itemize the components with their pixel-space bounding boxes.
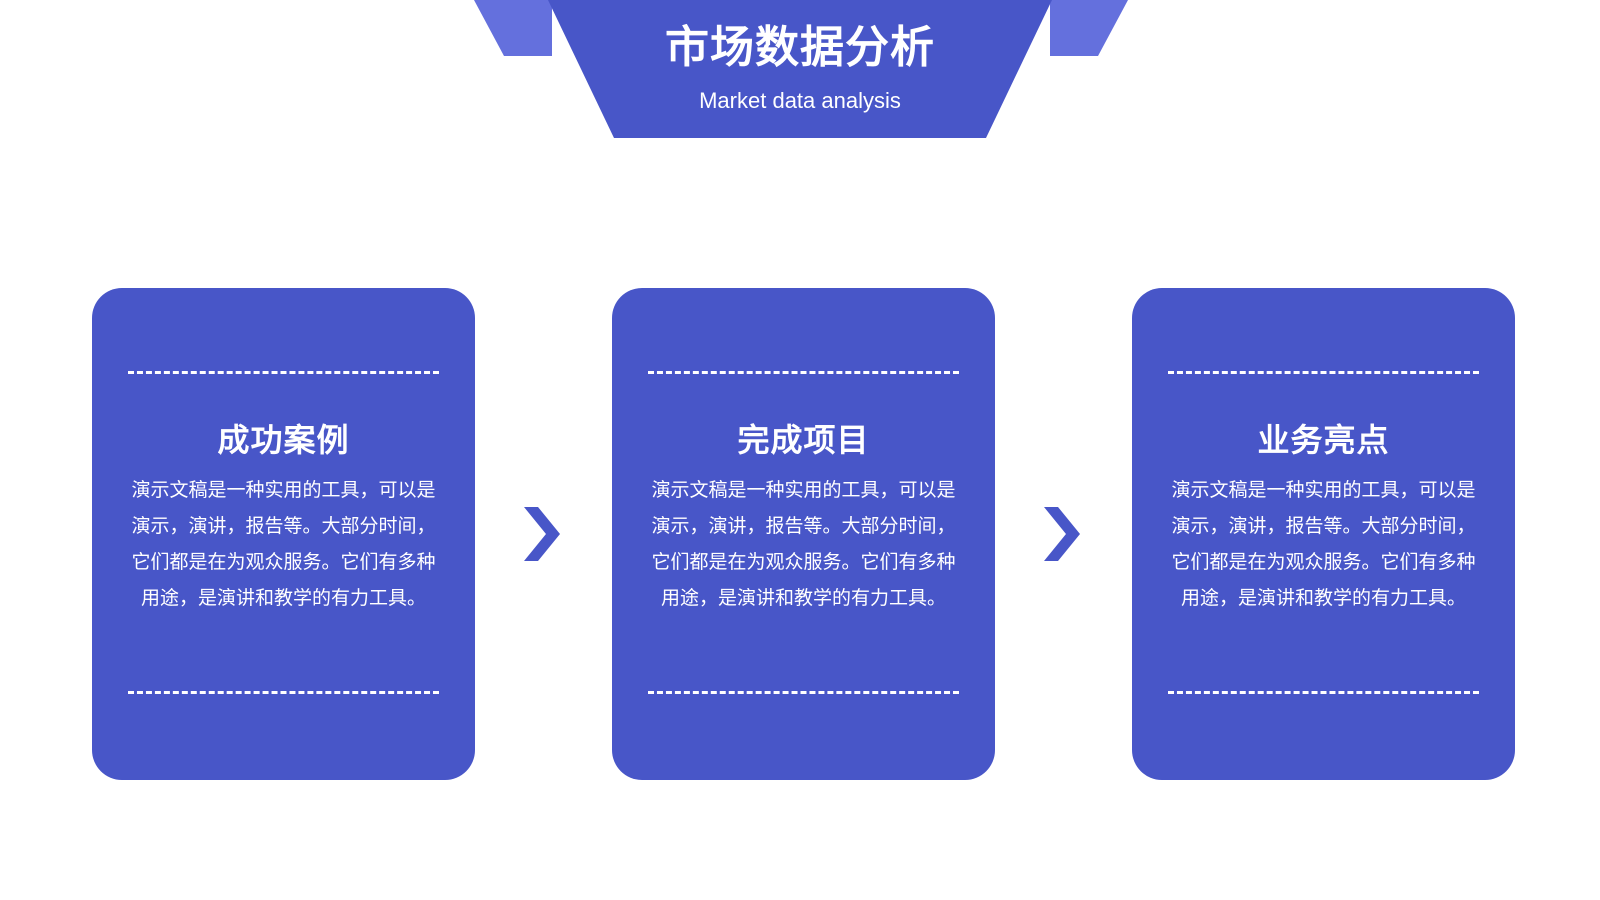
dashed-divider-top bbox=[648, 371, 959, 374]
dashed-divider-bottom bbox=[648, 691, 959, 694]
card-business-highlights: 业务亮点 演示文稿是一种实用的工具，可以是演示，演讲，报告等。大部分时间，它们都… bbox=[1132, 288, 1515, 780]
card-body: 演示文稿是一种实用的工具，可以是演示，演讲，报告等。大部分时间，它们都是在为观众… bbox=[1171, 479, 1476, 609]
header-banner bbox=[474, 0, 1128, 138]
header-wing-left bbox=[474, 0, 552, 56]
chevron-right-icon bbox=[524, 507, 560, 561]
header-shape bbox=[548, 0, 1052, 138]
page-subtitle: Market data analysis bbox=[699, 88, 901, 113]
card-title: 业务亮点 bbox=[1257, 421, 1390, 459]
dashed-divider-bottom bbox=[128, 691, 439, 694]
dashed-divider-top bbox=[128, 371, 439, 374]
card-completed-projects: 完成项目 演示文稿是一种实用的工具，可以是演示，演讲，报告等。大部分时间，它们都… bbox=[612, 288, 995, 780]
chevron-right-icon bbox=[1044, 507, 1080, 561]
header-wing-right bbox=[1050, 0, 1128, 56]
dashed-divider-bottom bbox=[1168, 691, 1479, 694]
card-success-cases: 成功案例 演示文稿是一种实用的工具，可以是演示，演讲，报告等。大部分时间，它们都… bbox=[92, 288, 475, 780]
card-title: 成功案例 bbox=[217, 421, 350, 459]
card-body: 演示文稿是一种实用的工具，可以是演示，演讲，报告等。大部分时间，它们都是在为观众… bbox=[651, 479, 956, 609]
dashed-divider-top bbox=[1168, 371, 1479, 374]
card-title: 完成项目 bbox=[737, 421, 870, 459]
page-title: 市场数据分析 bbox=[665, 22, 935, 73]
card-body: 演示文稿是一种实用的工具，可以是演示，演讲，报告等。大部分时间，它们都是在为观众… bbox=[131, 479, 436, 609]
